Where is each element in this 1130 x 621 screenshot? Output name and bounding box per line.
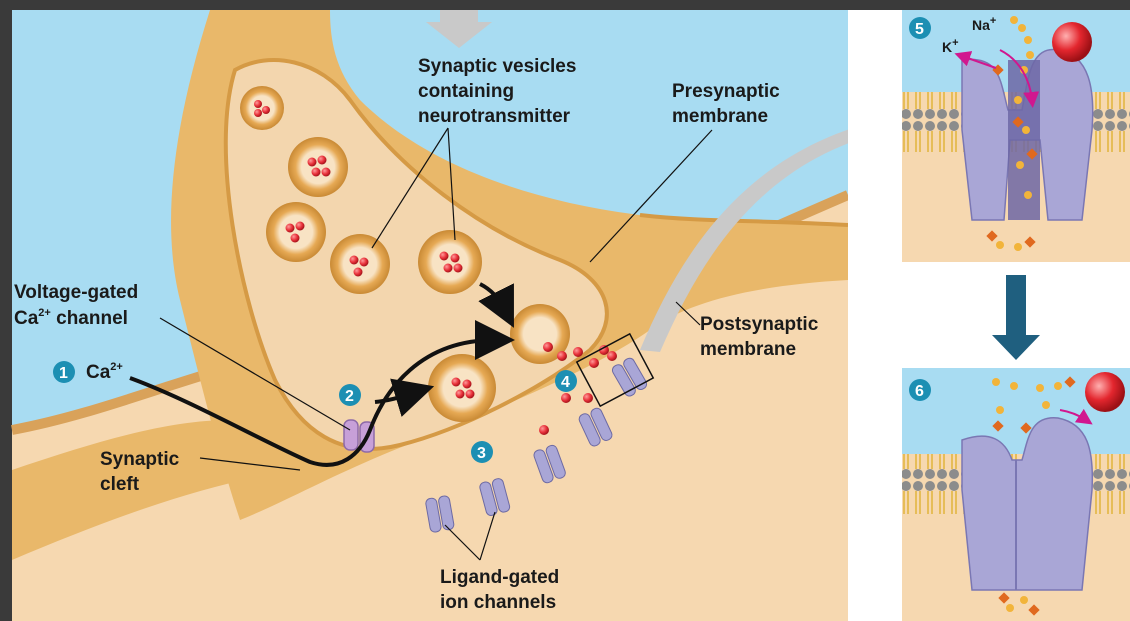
label-cleft-1: Synaptic	[100, 449, 180, 470]
svg-text:5: 5	[915, 21, 924, 38]
panel-6-channel-closed	[962, 418, 1092, 590]
svg-text:6: 6	[915, 383, 924, 400]
step-badge-1: 1	[53, 361, 75, 383]
panel-6-neurotransmitter	[1085, 372, 1125, 412]
label-cleft-2: cleft	[100, 474, 140, 495]
vesicle	[330, 234, 390, 294]
label-ligand-1: Ligand-gated	[440, 567, 559, 588]
label-vesicles-1: Synaptic vesicles	[418, 56, 576, 77]
label-postsynaptic-1: Postsynaptic	[700, 314, 819, 335]
vesicle	[240, 86, 284, 130]
step-badge-6: 6	[909, 379, 931, 401]
svg-text:3: 3	[477, 445, 486, 462]
label-vesicles-3: neurotransmitter	[418, 106, 571, 127]
label-vgcc-2: Ca2+ channel	[14, 307, 128, 329]
panel-5-neurotransmitter	[1052, 22, 1092, 62]
svg-text:1: 1	[59, 365, 68, 382]
main-panel: Synaptic vesicles containing neurotransm…	[12, 10, 925, 621]
label-vesicles-2: containing	[418, 81, 514, 102]
svg-text:2: 2	[345, 388, 354, 405]
svg-text:4: 4	[561, 374, 570, 391]
vesicle	[266, 202, 326, 262]
vesicle	[288, 137, 348, 197]
label-presynaptic-1: Presynaptic	[672, 81, 780, 102]
label-vgcc-1: Voltage-gated	[14, 282, 138, 303]
step-badge-5: 5	[909, 17, 931, 39]
step-badge-2: 2	[339, 384, 361, 406]
panel-5: Na+ K+ 5	[902, 10, 1130, 262]
panel-6: 6	[902, 368, 1130, 621]
step-badge-3: 3	[471, 441, 493, 463]
vesicle	[418, 230, 482, 294]
step-badge-4: 4	[555, 370, 577, 392]
label-postsynaptic-2: membrane	[700, 339, 796, 360]
label-ligand-2: ion channels	[440, 592, 556, 613]
label-presynaptic-2: membrane	[672, 106, 768, 127]
vesicle	[428, 354, 496, 422]
